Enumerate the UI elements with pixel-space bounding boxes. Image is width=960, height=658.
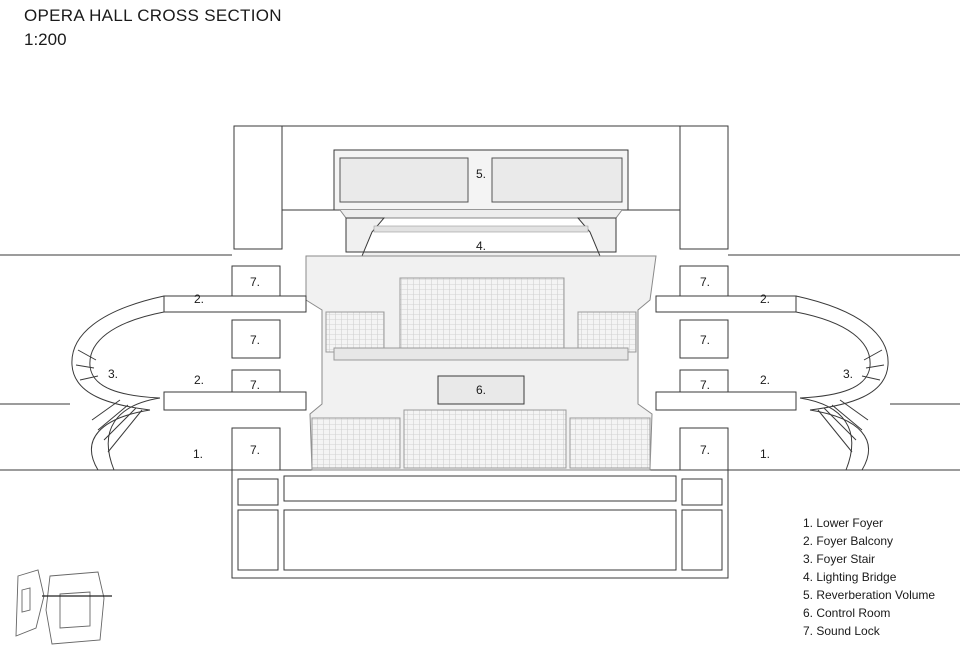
legend-item-reverberation-volume: 5. Reverberation Volume <box>803 588 936 602</box>
legend: 1. Lower Foyer 2. Foyer Balcony 3. Foyer… <box>803 514 935 640</box>
label-sound-lock-r2: 7. <box>700 333 710 347</box>
drawing-scale: 1:200 <box>24 30 67 49</box>
reverberation-volume <box>333 149 629 219</box>
legend-item-control-room: 6. Control Room <box>803 606 891 620</box>
label-control-room: 6. <box>476 383 486 397</box>
foyer-stair-right <box>795 295 889 471</box>
label-foyer-balcony-lower-left: 2. <box>194 373 204 387</box>
section-labels: 5. 4. 6. 2. 2. 2. 2. 3. 3. 1. 1. 7. 7. 7… <box>108 167 853 461</box>
label-sound-lock-l2: 7. <box>250 333 260 347</box>
legend-item-lighting-bridge: 4. Lighting Bridge <box>803 570 897 584</box>
auditorium <box>305 255 657 471</box>
label-foyer-balcony-lower-right: 2. <box>760 373 770 387</box>
label-foyer-stair-right: 3. <box>843 367 853 381</box>
label-sound-lock-r3: 7. <box>700 378 710 392</box>
label-reverberation-volume: 5. <box>476 167 486 181</box>
label-foyer-balcony-upper-right: 2. <box>760 292 770 306</box>
legend-item-sound-lock: 7. Sound Lock <box>803 624 880 638</box>
label-sound-lock-r1: 7. <box>700 275 710 289</box>
label-sound-lock-l4: 7. <box>250 443 260 457</box>
label-foyer-stair-left: 3. <box>108 367 118 381</box>
lighting-bridge <box>345 217 617 257</box>
label-lower-foyer-right: 1. <box>760 447 770 461</box>
label-sound-lock-r4: 7. <box>700 443 710 457</box>
side-blocks <box>163 265 797 471</box>
foyer-stair-left <box>71 295 165 471</box>
key-plan <box>15 569 112 645</box>
drawing-title: OPERA HALL CROSS SECTION <box>24 6 282 25</box>
label-sound-lock-l1: 7. <box>250 275 260 289</box>
label-sound-lock-l3: 7. <box>250 378 260 392</box>
label-lighting-bridge: 4. <box>476 239 486 253</box>
legend-item-lower-foyer: 1. Lower Foyer <box>803 516 884 530</box>
legend-item-foyer-balcony: 2. Foyer Balcony <box>803 534 894 548</box>
ground-lines <box>0 254 960 471</box>
building-shell <box>231 125 729 579</box>
legend-item-foyer-stair: 3. Foyer Stair <box>803 552 876 566</box>
label-lower-foyer-left: 1. <box>193 447 203 461</box>
label-foyer-balcony-upper-left: 2. <box>194 292 204 306</box>
